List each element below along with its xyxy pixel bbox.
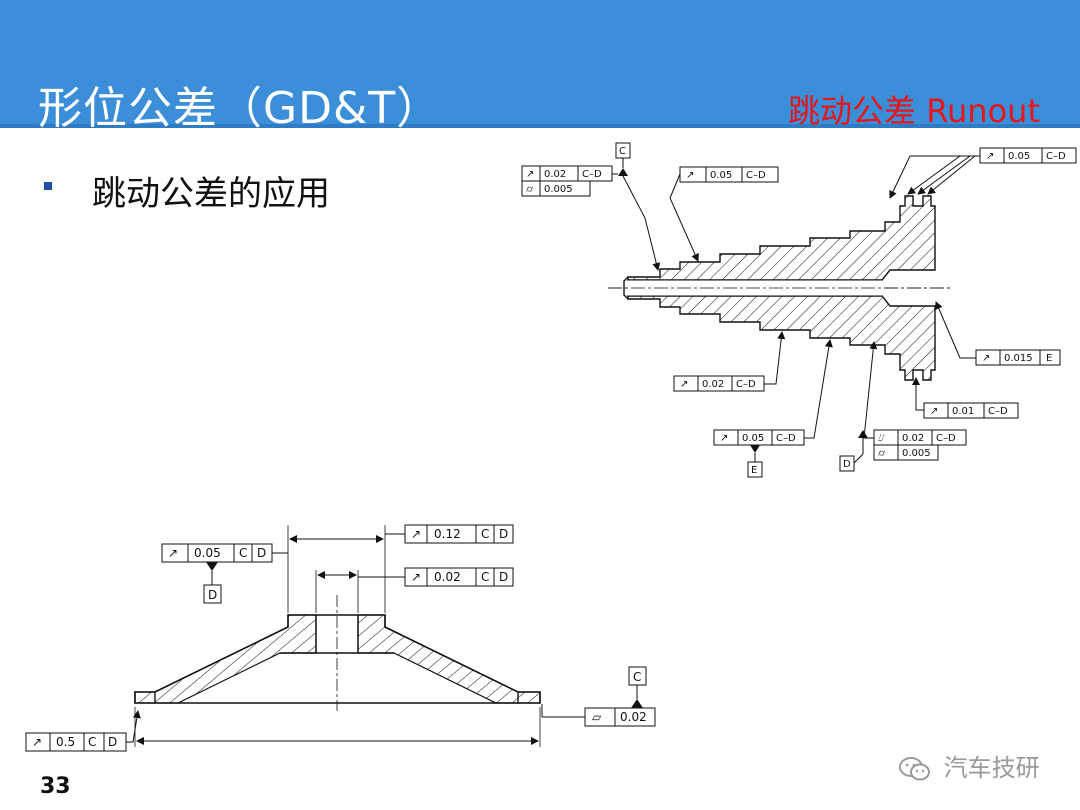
- header-divider: [0, 124, 1080, 128]
- datum-c-marker-bottom: C: [628, 666, 647, 708]
- svg-text:D: D: [208, 588, 217, 602]
- fcf-runout-a: ↗ 0.05 C–D: [679, 166, 779, 183]
- svg-text:↗: ↗: [32, 735, 42, 749]
- slide-header: [0, 0, 1080, 128]
- shaft-drawing: ↗ 0.02 C–D ⌭ 0.005 C ↗ 0.05 C–D ↗ 0.05 C…: [521, 142, 1077, 478]
- datum-d-marker-bottom: D: [203, 562, 222, 604]
- svg-text:C: C: [633, 670, 641, 684]
- svg-text:↗: ↗: [986, 151, 994, 162]
- svg-text:C–D: C–D: [776, 433, 796, 444]
- svg-text:C: C: [481, 527, 489, 541]
- svg-text:0.02: 0.02: [434, 570, 461, 584]
- fcf-runout-left: ↗ 0.05 C D: [161, 543, 273, 563]
- svg-text:C–D: C–D: [736, 379, 756, 390]
- svg-text:C–D: C–D: [936, 433, 956, 444]
- svg-text:↗: ↗: [526, 169, 534, 180]
- datum-c-marker: C: [615, 142, 631, 176]
- svg-text:↗: ↗: [982, 353, 990, 364]
- svg-text:0.05: 0.05: [1008, 151, 1030, 162]
- svg-text:0.005: 0.005: [544, 184, 573, 195]
- fcf-runout-mid: ↗ 0.02 C D: [404, 567, 514, 587]
- svg-text:↗: ↗: [680, 379, 688, 390]
- svg-text:↗: ↗: [720, 433, 728, 444]
- svg-text:D: D: [499, 570, 508, 584]
- svg-text:0.02: 0.02: [620, 710, 647, 724]
- svg-text:0.02: 0.02: [544, 169, 566, 180]
- datum-d-marker: D: [839, 430, 868, 472]
- svg-text:0.12: 0.12: [434, 527, 461, 541]
- bullet-text: 跳动公差的应用: [92, 174, 330, 214]
- svg-text:E: E: [1046, 353, 1052, 364]
- fcf-runout-c: ↗ 0.02 C–D ⌭ 0.005: [521, 165, 613, 197]
- bullet-square-icon: [44, 182, 52, 190]
- watermark: 汽车技研: [898, 748, 1040, 783]
- svg-text:D: D: [108, 735, 117, 749]
- svg-text:0.05: 0.05: [194, 546, 221, 560]
- svg-text:C–D: C–D: [988, 406, 1008, 417]
- svg-text:E: E: [751, 465, 757, 476]
- svg-text:D: D: [499, 527, 508, 541]
- fcf-runout-f: ↗ 0.01 C–D: [923, 402, 1019, 419]
- svg-text:C: C: [239, 546, 247, 560]
- fcf-runout-top: ↗ 0.12 C D: [404, 524, 514, 544]
- fcf-runout-bottom: ↗ 0.5 C D: [25, 732, 127, 752]
- svg-text:C–D: C–D: [1046, 151, 1066, 162]
- slide-topic: 跳动公差 Runout: [788, 92, 1040, 130]
- fcf-runout-e: ↗ 0.015 E: [975, 349, 1061, 366]
- svg-text:D: D: [843, 459, 851, 470]
- svg-text:0.01: 0.01: [952, 406, 974, 417]
- wechat-icon: [899, 757, 930, 781]
- svg-text:C–D: C–D: [746, 170, 766, 181]
- svg-text:0.05: 0.05: [742, 433, 764, 444]
- svg-text:0.015: 0.015: [1004, 353, 1033, 364]
- svg-text:D: D: [257, 546, 266, 560]
- datum-e-marker: E: [747, 445, 763, 478]
- page-number: 33: [40, 774, 71, 799]
- slide-title: 形位公差（GD&T）: [38, 83, 442, 134]
- fcf-flatness: ▱ 0.02: [584, 707, 656, 727]
- svg-text:C: C: [481, 570, 489, 584]
- svg-text:⌭: ⌭: [526, 184, 534, 195]
- svg-text:0.005: 0.005: [902, 448, 931, 459]
- svg-text:C: C: [88, 735, 96, 749]
- svg-text:▱: ▱: [592, 710, 602, 724]
- svg-text:⌭: ⌭: [878, 448, 886, 459]
- svg-text:0.05: 0.05: [710, 170, 732, 181]
- svg-text:0.02: 0.02: [902, 433, 924, 444]
- svg-text:0.5: 0.5: [56, 735, 75, 749]
- svg-text:↗: ↗: [930, 406, 938, 417]
- svg-text:C–D: C–D: [582, 169, 602, 180]
- fcf-runout-g: ↗ 0.05 C–D: [713, 429, 805, 446]
- svg-text:↗: ↗: [168, 546, 178, 560]
- svg-text:0.02: 0.02: [702, 379, 724, 390]
- fcf-runout-face: ↗ 0.05 C–D: [979, 147, 1077, 164]
- fcf-total-runout-h: ⌰ 0.02 C–D ⌭ 0.005: [873, 429, 967, 461]
- svg-text:↗: ↗: [411, 527, 421, 541]
- watermark-text: 汽车技研: [943, 754, 1040, 782]
- fcf-runout-b: ↗ 0.02 C–D: [673, 375, 765, 392]
- cone-drawing: ↗ 0.12 C D ↗ 0.05 C D D ↗ 0.02 C D ▱: [25, 524, 656, 752]
- svg-text:C: C: [619, 146, 626, 157]
- svg-text:↗: ↗: [411, 570, 421, 584]
- svg-text:⌰: ⌰: [878, 433, 885, 444]
- svg-text:↗: ↗: [686, 170, 694, 181]
